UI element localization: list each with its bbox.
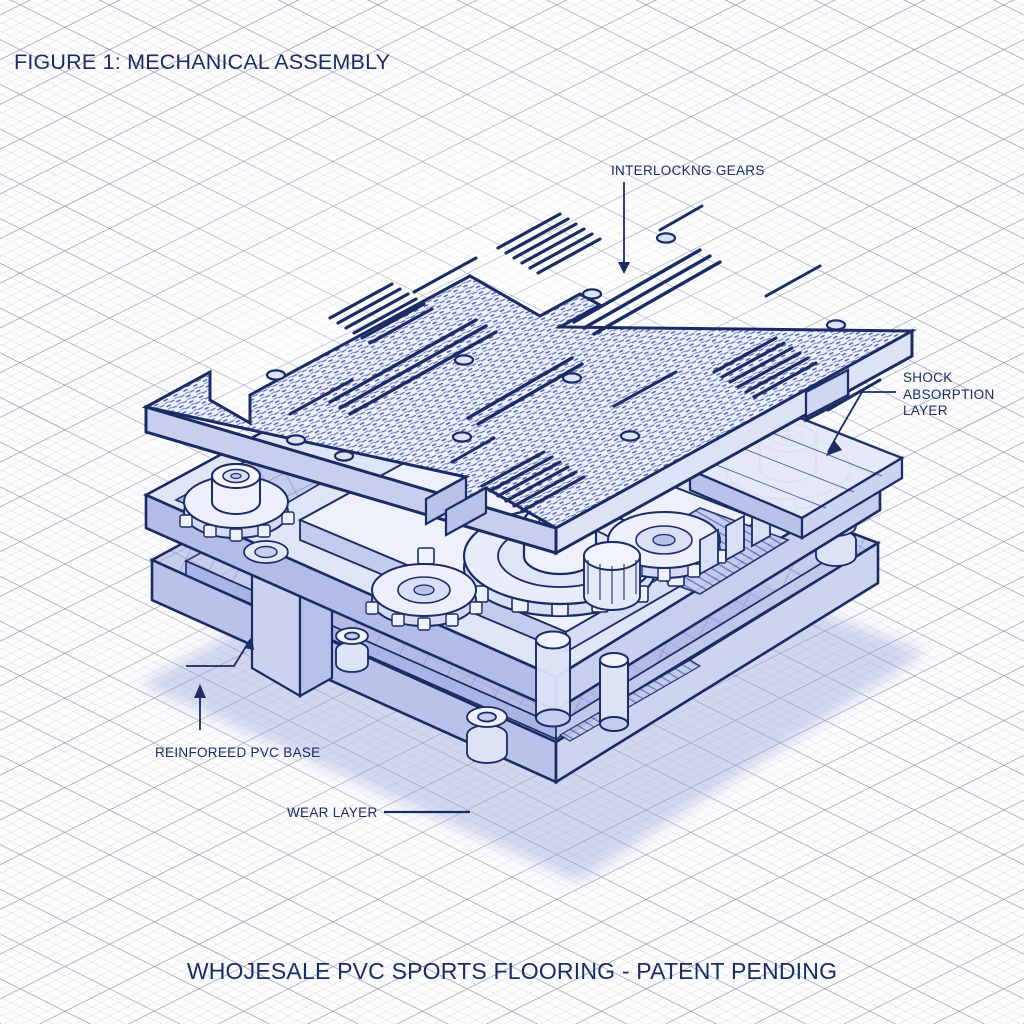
gear-mechanism-layer bbox=[143, 318, 883, 732]
callout-shock-line-1: SHOCK bbox=[903, 370, 953, 385]
callout-shock-line-3: LAYER bbox=[903, 403, 948, 418]
deck-bolt-holes bbox=[265, 232, 847, 462]
callout-shock-absorption-layer: SHOCK ABSORPTION LAYER bbox=[903, 370, 1021, 420]
top-perforated-deck bbox=[141, 204, 918, 556]
callout-shock-line-2: ABSORPTION bbox=[903, 386, 995, 402]
shock-absorption-plate bbox=[687, 412, 905, 540]
gear-cluster-left bbox=[179, 463, 295, 564]
callout-wear-layer: WEAR LAYER bbox=[287, 805, 378, 820]
figure-caption: WHOJESALE PVC SPORTS FLOORING - PATENT P… bbox=[186, 958, 838, 984]
callout-reinforced-pvc-base: REINFOREED PVC BASE bbox=[155, 745, 321, 760]
callout-leaders bbox=[186, 182, 896, 814]
callout-interlocking-gears: INTERLOCKNG GEARS bbox=[611, 163, 765, 178]
figure-title: FIGURE 1: MECHANICAL ASSEMBLY bbox=[14, 50, 391, 74]
deck-vent-slots bbox=[328, 212, 818, 513]
leader-base-dash bbox=[186, 639, 251, 667]
